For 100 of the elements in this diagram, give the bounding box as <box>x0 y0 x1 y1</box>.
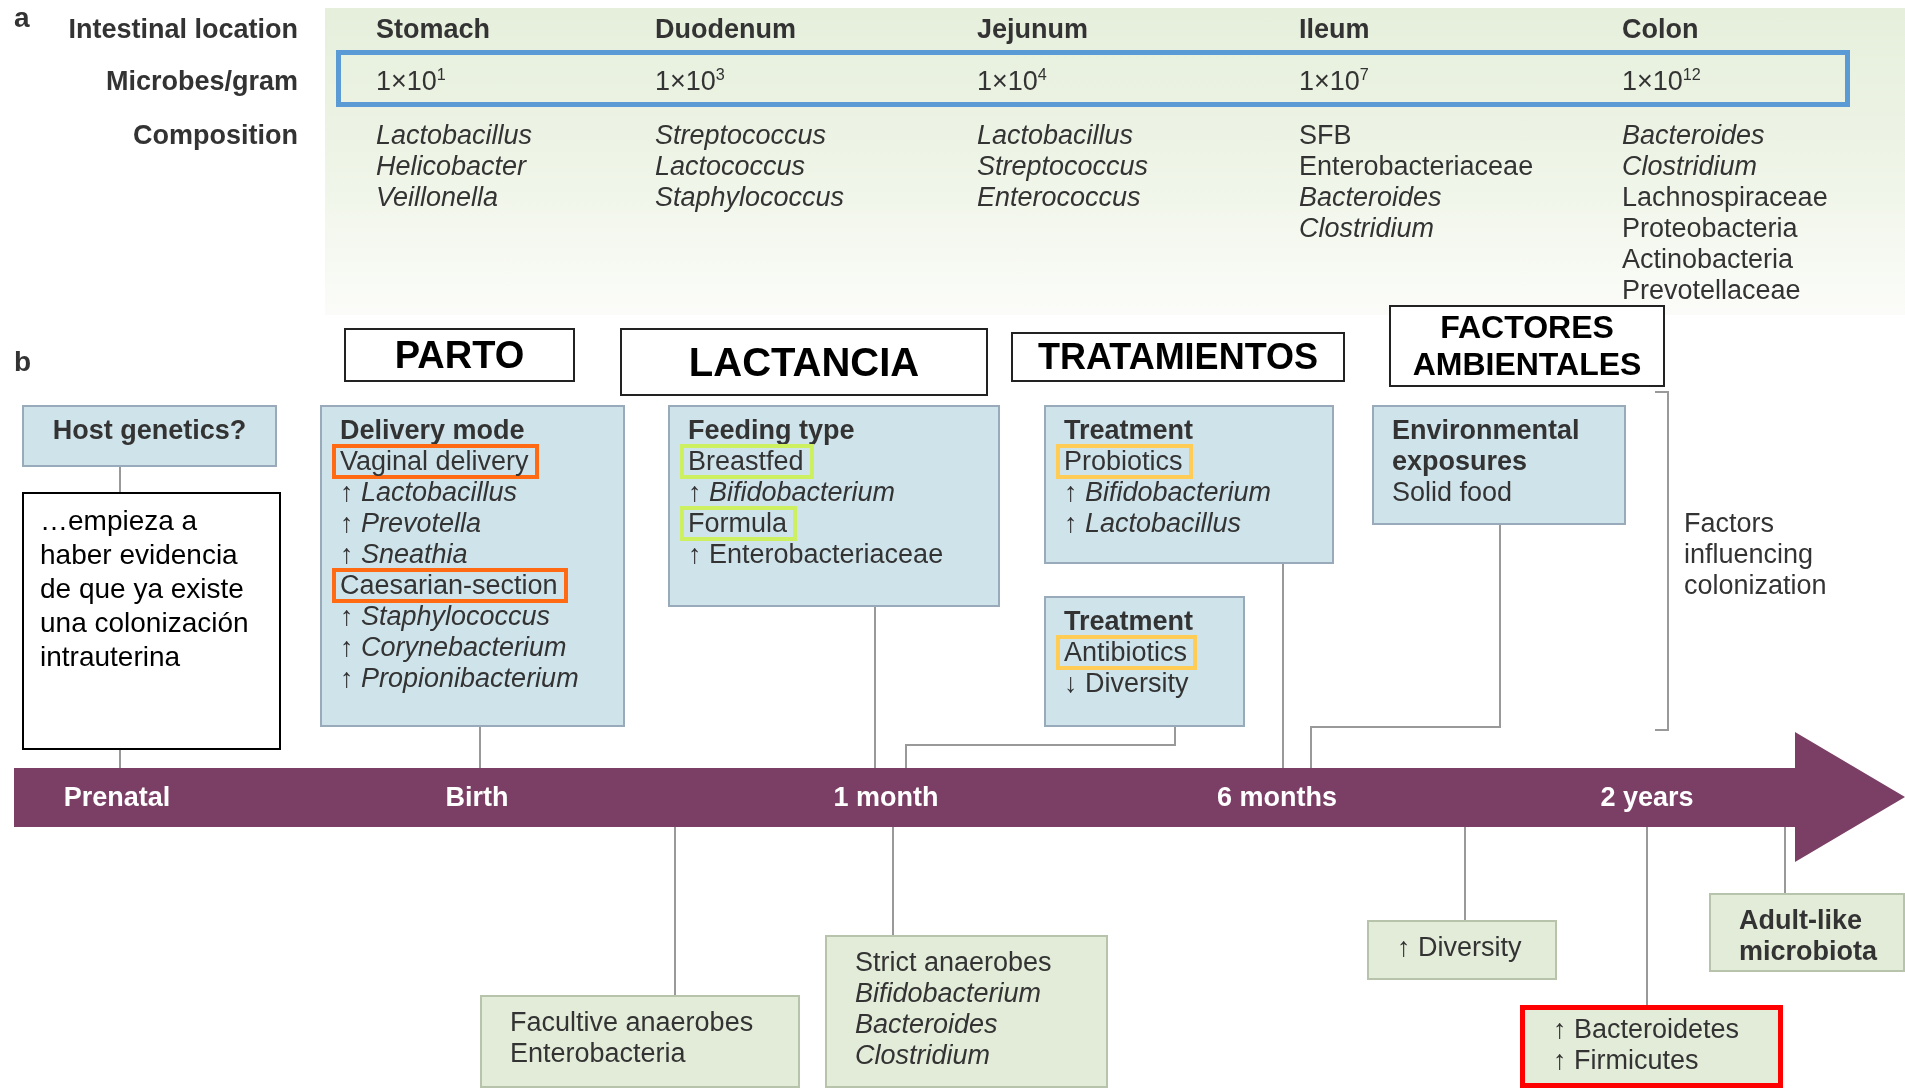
box-text: ↑ Staphylococcus <box>340 601 552 632</box>
box-heading: Host genetics? <box>51 415 248 446</box>
factor-box <box>22 405 277 467</box>
cell-text: Enterobacteriaceae <box>1299 151 1534 182</box>
box-text: ↓ Diversity <box>1064 668 1190 699</box>
panel-letter: a <box>14 2 30 33</box>
connector-line <box>874 606 876 769</box>
cell-text: Streptococcus <box>977 151 1149 182</box>
column-header: Colon <box>1622 14 1699 45</box>
box-text: ↑ Lactobacillus <box>340 477 519 508</box>
box-heading: Delivery mode <box>340 415 526 446</box>
connector-line <box>674 826 676 996</box>
connector-line <box>1784 826 1786 894</box>
cell-text: Staphylococcus <box>655 182 845 213</box>
box-text: ↑ Bifidobacterium <box>1064 477 1273 508</box>
cell-value: 1×10$^{7}$ <box>1299 66 1369 97</box>
box-heading: Treatment <box>1064 606 1195 637</box>
cell-text: Streptococcus <box>655 120 827 151</box>
title-text: PARTO <box>394 333 525 377</box>
title-box <box>344 328 575 382</box>
highlighted-text: Breastfed <box>680 444 814 479</box>
row-header: Microbes/gram <box>105 66 298 97</box>
connector-line <box>1310 524 1501 769</box>
box-text: ↑ Bifidobacterium <box>688 477 897 508</box>
box-heading: Treatment <box>1064 415 1195 446</box>
outcome-box <box>1520 1005 1783 1088</box>
box-text: Clostridium <box>855 1040 992 1071</box>
timeline-label: 1 month <box>833 782 939 813</box>
box-text: ↑ Sneathia <box>340 539 469 570</box>
title-box <box>1011 332 1345 382</box>
connector-line <box>1464 826 1466 921</box>
connector-line <box>1646 826 1648 1006</box>
timeline-label: Prenatal <box>63 782 171 813</box>
factor-box <box>1044 596 1245 727</box>
box-text: Bifidobacterium <box>855 978 1043 1009</box>
cell-text: Enterococcus <box>977 182 1141 213</box>
timeline-label: 6 months <box>1217 782 1337 813</box>
column-header: Jejunum <box>977 14 1089 45</box>
connector-line <box>119 466 121 493</box>
cell-text: Actinobacteria <box>1622 244 1794 275</box>
outcome-box <box>1367 920 1557 980</box>
highlighted-text: Probiotics <box>1056 444 1193 479</box>
box-text: Solid food <box>1392 477 1514 508</box>
box-text: Bacteroides <box>855 1009 999 1040</box>
highlighted-text: Caesarian-section <box>332 568 568 603</box>
box-text: ↑ Prevotella <box>340 508 483 539</box>
cell-value: 1×10$^{12}$ <box>1622 66 1701 97</box>
box-text: Strict anaerobes <box>855 947 1053 978</box>
cell-text: Bacteroides <box>1299 182 1442 213</box>
title-box <box>620 328 988 396</box>
box-heading: Feeding type <box>688 415 856 446</box>
note-box <box>22 492 281 750</box>
box-text: ↑ Propionibacterium <box>340 663 580 694</box>
cell-text: Lactobacillus <box>376 120 533 151</box>
cell-text: Prevotellaceae <box>1622 275 1801 306</box>
outcome-box <box>1709 893 1905 972</box>
title-text: FACTORES AMBIENTALES <box>1411 309 1643 383</box>
cell-text: SFB <box>1299 120 1352 151</box>
highlighted-text: Formula <box>680 506 798 541</box>
box-text: ↑ Corynebacterium <box>340 632 568 663</box>
cell-text: Lactococcus <box>655 151 806 182</box>
factor-box <box>1372 405 1626 525</box>
outcome-box <box>480 995 800 1088</box>
connector-line <box>1282 563 1284 769</box>
cell-text: Proteobacteria <box>1622 213 1798 244</box>
highlighted-text: Vaginal delivery <box>332 444 539 479</box>
connector-line <box>905 726 1176 769</box>
cell-value: 1×10$^{4}$ <box>977 66 1047 97</box>
timeline-label: Birth <box>445 782 509 813</box>
cell-text: Clostridium <box>1622 151 1758 182</box>
box-text: ↑ Lactobacillus <box>1064 508 1243 539</box>
box-text: ↑ Firmicutes <box>1553 1045 1700 1076</box>
factor-box <box>668 405 1000 607</box>
factor-box <box>320 405 625 727</box>
column-header: Stomach <box>376 14 491 45</box>
cell-text: Helicobacter <box>376 151 527 182</box>
box-text: ↑ Enterobacteriaceae <box>688 539 945 570</box>
box-text: Enterobacteria <box>510 1038 687 1069</box>
cell-text: Bacteroides <box>1622 120 1765 151</box>
panel-letter: b <box>14 346 32 377</box>
factor-box <box>1044 405 1334 564</box>
box-text: …empieza a haber evidencia de que ya existe una colonización intrauterina <box>40 504 250 674</box>
row-header: Composition <box>133 120 298 151</box>
column-header: Duodenum <box>655 14 796 45</box>
cell-value: 1×10$^{3}$ <box>655 66 725 97</box>
box-text: ↑ Diversity <box>1397 932 1523 963</box>
column-header: Ileum <box>1299 14 1370 45</box>
side-note: Factors influencing colonization <box>1684 508 1828 601</box>
connector-line <box>119 749 121 769</box>
title-text: LACTANCIA <box>688 339 920 385</box>
row-header: Intestinal location <box>68 14 298 45</box>
title-box <box>1389 305 1665 387</box>
box-text: Facultive anaerobes <box>510 1007 755 1038</box>
cell-text: Lachnospiraceae <box>1622 182 1828 213</box>
outcome-box <box>825 935 1108 1088</box>
cell-text: Clostridium <box>1299 213 1435 244</box>
cell-text: Veillonella <box>376 182 499 213</box>
box-text: ↑ Bacteroidetes <box>1553 1014 1741 1045</box>
highlighted-text: Antibiotics <box>1056 635 1198 670</box>
timeline-label: 2 years <box>1600 782 1694 813</box>
